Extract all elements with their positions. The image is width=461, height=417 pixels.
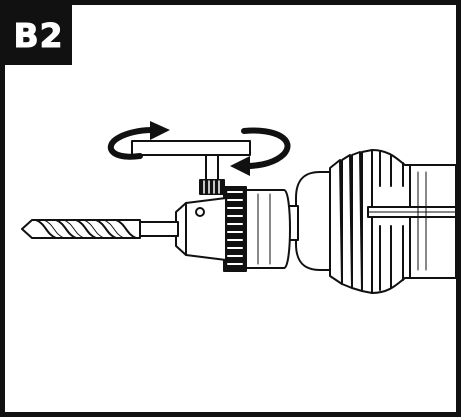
chuck-key	[131, 140, 251, 195]
step-label: B2	[13, 15, 64, 55]
drill-bit	[21, 219, 179, 239]
rotation-arrow-right	[230, 127, 291, 176]
drill-body	[295, 149, 457, 294]
step-badge: B2	[5, 5, 72, 65]
chuck	[175, 186, 291, 272]
rotation-arrow-left	[107, 121, 170, 160]
